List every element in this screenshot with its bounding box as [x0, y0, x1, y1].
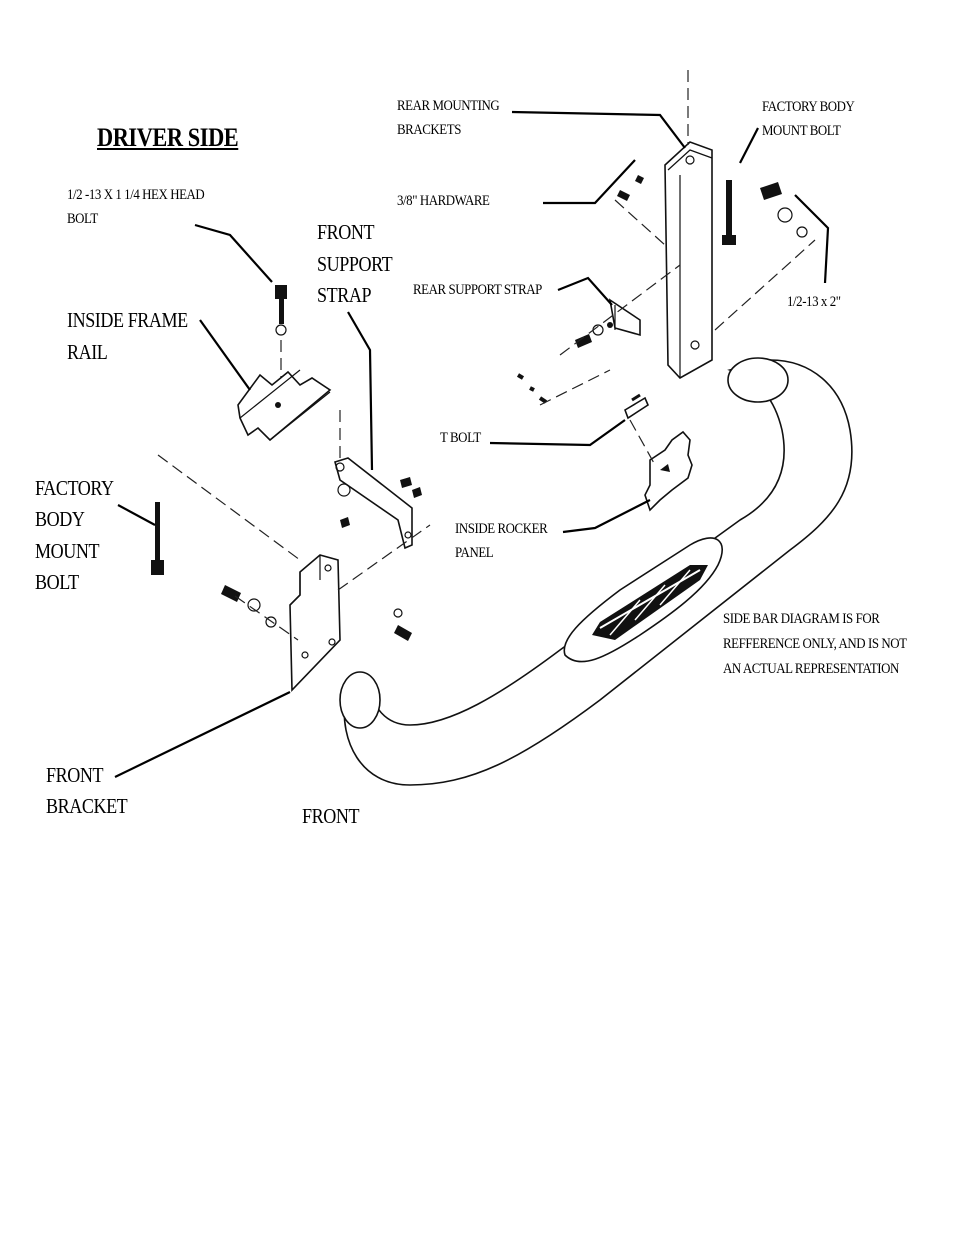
front-bracket-label-line1: FRONT [46, 763, 104, 787]
left-body-mount-bolt-label-line4: BOLT [35, 570, 79, 594]
hex-head-bolt-label-line2: BOLT [67, 211, 98, 227]
step-pad [563, 537, 723, 663]
inside-rocker-panel-label-line2: PANEL [455, 545, 494, 561]
front-hardware [221, 585, 412, 641]
inside-rocker-panel-label-line1: INSIDE ROCKER [455, 521, 548, 537]
left-body-mount-bolt-label-line3: MOUNT [35, 539, 100, 563]
left-body-mount-bolt [151, 502, 164, 575]
right-body-mount-bolt-label-line1: FACTORY BODY [762, 99, 855, 115]
half-13x2-bolt-label: 1/2-13 x 2" [787, 294, 841, 310]
front-support-strap-label-line2: SUPPORT [317, 252, 393, 276]
front-bracket-label-line2: BRACKET [46, 794, 128, 818]
inside-rocker-panel-part [629, 419, 693, 512]
rear-support-strap-label: REAR SUPPORT STRAP [413, 282, 542, 298]
rear-mounting-brackets-label-line2: BRACKETS [397, 122, 461, 138]
hex-head-bolt-label-line1: 1/2 -13 X 1 1/4 HEX HEAD [67, 187, 205, 203]
t-bolt-part [624, 393, 650, 420]
front-support-strap-part [334, 457, 422, 550]
side-bar-tube [339, 357, 853, 786]
disclaimer-note-line2: REFFERENCE ONLY, AND IS NOT [723, 636, 907, 652]
front-label: FRONT [302, 804, 360, 828]
diagram-title: DRIVER SIDE [97, 123, 239, 152]
left-body-mount-bolt-label-line1: FACTORY [35, 476, 114, 500]
disclaimer-note-line1: SIDE BAR DIAGRAM IS FOR [723, 611, 880, 627]
disclaimer-note-line3: AN ACTUAL REPRESENTATION [723, 661, 899, 677]
inside-frame-rail-label-line1: INSIDE FRAME [67, 308, 188, 332]
hex-head-bolt-part [275, 285, 287, 380]
front-support-strap-label-line1: FRONT [317, 220, 375, 244]
rear-support-strap [608, 298, 641, 337]
right-body-mount-bolt [714, 180, 816, 331]
rear-hardware [516, 175, 681, 406]
rear-mounting-brackets-label-line1: REAR MOUNTING [397, 98, 500, 114]
front-support-strap-label-line3: STRAP [317, 283, 372, 307]
right-body-mount-bolt-label-line2: MOUNT BOLT [762, 123, 841, 139]
inside-frame-rail-part [237, 369, 332, 442]
inside-frame-rail-label-line2: RAIL [67, 340, 108, 364]
t-bolt-label: T BOLT [440, 430, 481, 446]
leader-lines [114, 110, 830, 778]
hardware-label: 3/8" HARDWARE [397, 193, 490, 209]
left-body-mount-bolt-label-line2: BODY [35, 507, 85, 531]
front-bracket-part [289, 554, 341, 692]
rear-mounting-bracket [664, 141, 713, 380]
